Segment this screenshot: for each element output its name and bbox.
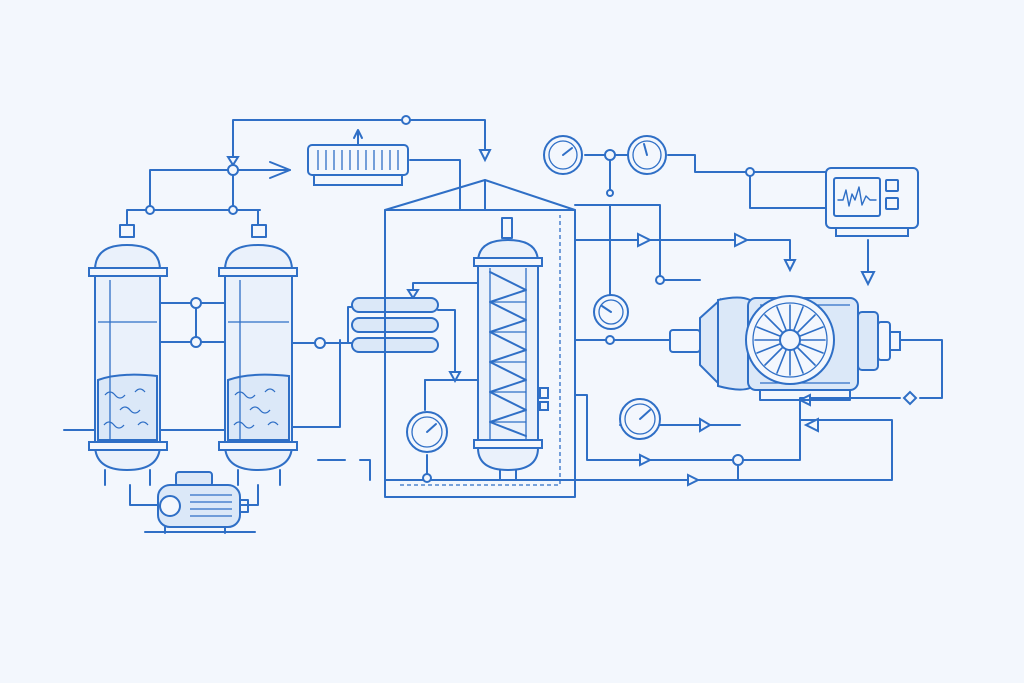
gauges bbox=[406, 135, 667, 453]
gauge-icon bbox=[543, 135, 583, 175]
flow-arrows bbox=[226, 149, 918, 487]
vessel-left bbox=[88, 224, 168, 486]
turbine bbox=[669, 295, 901, 401]
monitor bbox=[825, 167, 919, 237]
vessel-right bbox=[218, 224, 298, 486]
gauge-icon bbox=[619, 398, 661, 440]
gauge-icon bbox=[627, 135, 667, 175]
junctions bbox=[145, 115, 755, 483]
distillation-column bbox=[384, 179, 576, 498]
pipes bbox=[63, 119, 943, 533]
gauge-icon bbox=[593, 294, 629, 330]
electric-motor-pump bbox=[157, 471, 249, 534]
gauge-icon bbox=[406, 411, 448, 453]
tube-heat-exchanger bbox=[351, 297, 439, 353]
top-heat-exchanger bbox=[307, 129, 409, 186]
